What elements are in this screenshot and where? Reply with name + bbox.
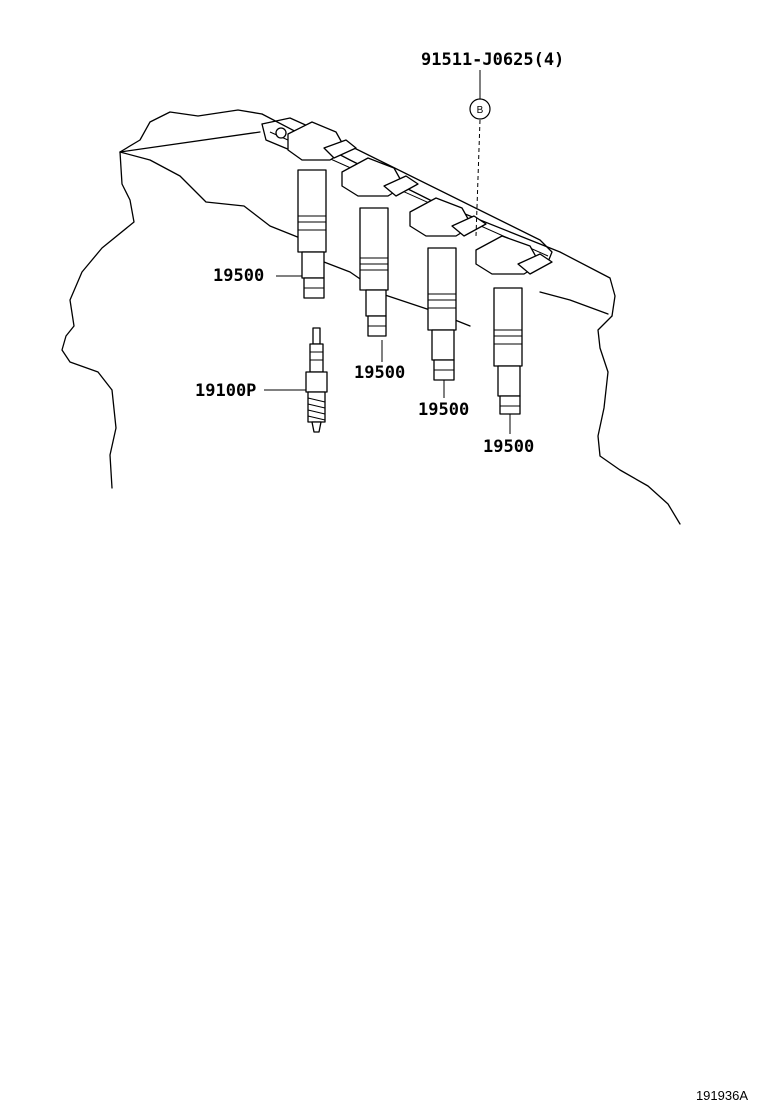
- bolt-part-number: 91511-J0625(4): [421, 50, 564, 70]
- coil-1-part-number: 19500: [213, 266, 264, 286]
- ignition-coil-3: [409, 197, 487, 381]
- spark-plug-part-number: 19100P: [195, 381, 256, 401]
- ignition-coil-2: [341, 157, 419, 337]
- reference-marker-b: B: [469, 70, 491, 120]
- spark-plug: [305, 327, 328, 433]
- leader-lines: [264, 119, 511, 434]
- ignition-coil-1: [275, 121, 357, 299]
- reference-marker-letter: B: [477, 105, 484, 116]
- coil-3-part-number: 19500: [418, 400, 469, 420]
- coil-4-part-number: 19500: [483, 437, 534, 457]
- ignition-coil-4: [475, 235, 553, 415]
- coil-2-part-number: 19500: [354, 363, 405, 383]
- figure-code: 191936A: [696, 1088, 748, 1103]
